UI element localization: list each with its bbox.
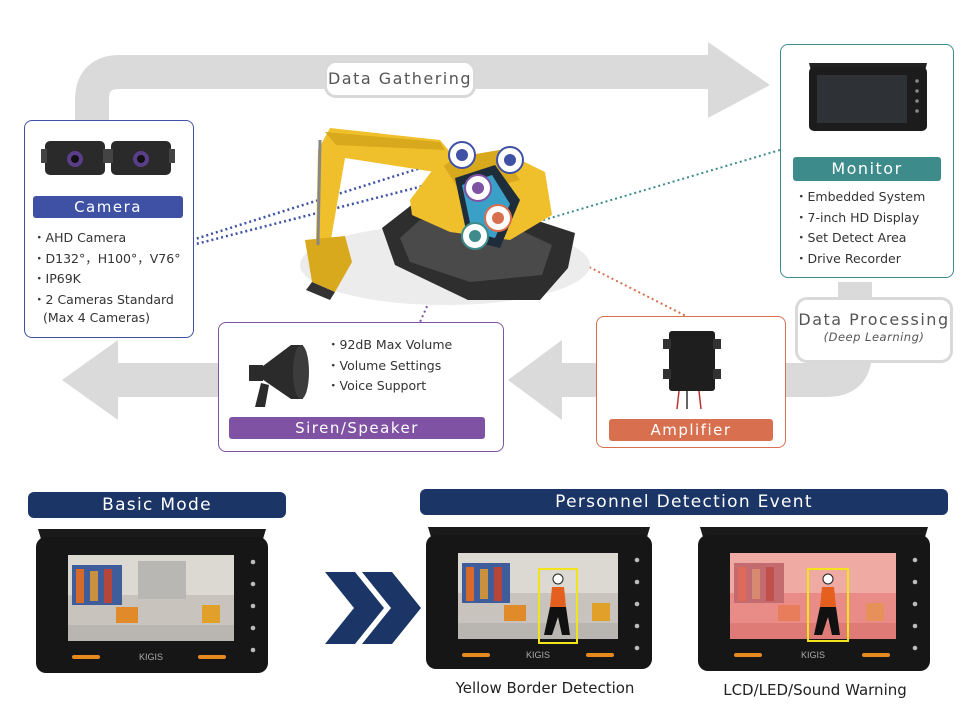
- camera-spec-list: AHD Camera D132°，H100°，V76° IP69K 2 Came…: [33, 228, 181, 311]
- monitor-spec-item: 7-inch HD Display: [795, 208, 925, 229]
- chevron-right-icon: [325, 572, 421, 644]
- yellow-detection-monitor: KIGIS: [426, 527, 652, 669]
- siren-card: 92dB Max Volume Volume Settings Voice Su…: [218, 322, 504, 452]
- camera-link-line-2: [191, 163, 506, 247]
- monitor-spec-list: Embedded System 7-inch HD Display Set De…: [795, 187, 926, 270]
- personnel-detection-heading: Personnel Detection Event: [420, 489, 948, 515]
- top-flow-arrow-head: [708, 42, 770, 118]
- siren-spec-list: 92dB Max Volume Volume Settings Voice Su…: [327, 335, 453, 397]
- middle-flow-arrow-head: [508, 340, 562, 420]
- basic-mode-monitor: KIGIS: [36, 529, 268, 673]
- monitor-spec-item: Set Detect Area: [795, 228, 925, 249]
- monitor-spec-item: Drive Recorder: [795, 249, 925, 270]
- brand-logo: KIGIS: [139, 652, 163, 662]
- siren-title: Siren/Speaker: [229, 417, 485, 439]
- brand-logo: KIGIS: [526, 650, 550, 660]
- top-flow-arrow-body: [75, 55, 720, 122]
- monitor-card: Monitor Embedded System 7-inch HD Displa…: [780, 44, 954, 278]
- sensor-markers: [448, 141, 524, 250]
- left-flow-arrow-head: [62, 340, 118, 420]
- yellow-border-caption: Yellow Border Detection: [455, 679, 635, 697]
- basic-mode-heading: Basic Mode: [28, 492, 286, 518]
- data-processing-title: Data Processing: [798, 310, 950, 329]
- lcd-led-sound-caption: LCD/LED/Sound Warning: [723, 681, 907, 699]
- data-processing-subtitle: (Deep Learning): [823, 330, 925, 344]
- camera-spec-item: D132°，H100°，V76°: [33, 249, 181, 270]
- excavator-illustration: [300, 128, 590, 305]
- amplifier-card: Amplifier: [596, 316, 786, 448]
- camera-spec-item: IP69K: [33, 269, 180, 290]
- siren-spec-item: Volume Settings: [327, 356, 452, 377]
- detection-box: [538, 568, 578, 644]
- camera-spec-item: AHD Camera: [33, 228, 180, 249]
- amplifier-product-image: [663, 331, 721, 410]
- siren-product-image: [249, 345, 309, 407]
- monitor-product-image: [809, 63, 927, 131]
- siren-spec-item: 92dB Max Volume: [327, 335, 453, 356]
- camera-spec-item: 2 Cameras Standard: [33, 290, 180, 311]
- red-warning-monitor: KIGIS: [698, 527, 930, 671]
- data-processing-label: Data Processing (Deep Learning): [795, 297, 953, 363]
- camera-spec-note: (Max 4 Cameras): [43, 310, 151, 325]
- camera-title: Camera: [33, 196, 183, 218]
- data-gathering-label: Data Gathering: [324, 60, 476, 98]
- monitor-title: Monitor: [793, 157, 941, 181]
- camera-card: Camera AHD Camera D132°，H100°，V76° IP69K…: [24, 120, 194, 338]
- camera-product-image: [41, 141, 175, 175]
- monitor-spec-item: Embedded System: [795, 187, 926, 208]
- brand-logo: KIGIS: [801, 650, 825, 660]
- amplifier-title: Amplifier: [609, 419, 773, 441]
- siren-spec-item: Voice Support: [327, 376, 452, 397]
- monitor-link-line: [509, 149, 781, 231]
